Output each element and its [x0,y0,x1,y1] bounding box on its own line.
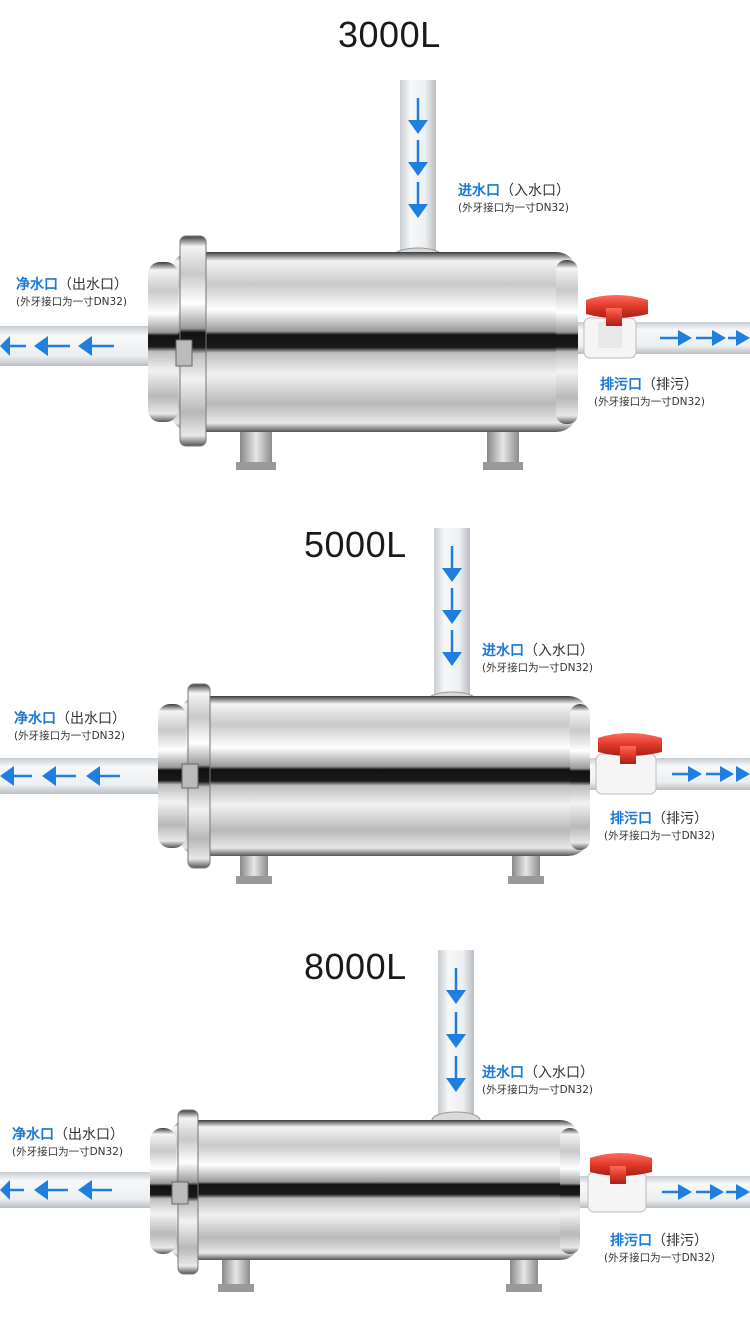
inlet-callout: 进水口（入水口） (外牙接口为一寸DN32) [482,642,594,676]
inlet-spec: (外牙接口为一寸DN32) [458,202,569,214]
drain-note: （排污） [642,377,698,393]
outlet-spec: (外牙接口为一寸DN32) [14,730,125,742]
drain-label: 排污口 [600,377,642,393]
filter-section-3000: 3000L 进水口（入水口） (外牙接口为一寸DN32) 净水口（出水口） (外… [0,0,750,500]
inlet-spec: (外牙接口为一寸DN32) [482,1084,593,1096]
inlet-label: 进水口 [482,643,524,659]
outlet-label: 净水口 [12,1127,54,1143]
inlet-label: 进水口 [482,1065,524,1081]
filter-section-5000: 5000L 进水口（入水口） (外牙接口为一寸DN32) 净水口（出水口） (外… [0,500,750,920]
drain-label: 排污口 [610,811,652,827]
drain-note: （排污） [652,1233,708,1249]
inlet-note: （入水口） [524,1065,594,1081]
inlet-callout: 进水口（入水口） (外牙接口为一寸DN32) [482,1064,594,1098]
outlet-callout: 净水口（出水口） (外牙接口为一寸DN32) [12,1126,124,1160]
drain-note: （排污） [652,811,708,827]
outlet-spec: (外牙接口为一寸DN32) [12,1146,123,1158]
outlet-label: 净水口 [16,277,58,293]
filter-illustration [0,950,750,1292]
outlet-spec: (外牙接口为一寸DN32) [16,296,127,308]
filter-section-8000: 8000L 进水口（入水口） (外牙接口为一寸DN32) 净水口（出水口） (外… [0,920,750,1318]
filter-illustration [0,80,750,470]
drain-spec: (外牙接口为一寸DN32) [604,830,715,842]
outlet-note: （出水口） [54,1127,124,1143]
model-label: 8000L [304,946,407,987]
outlet-note: （出水口） [56,711,126,727]
inlet-spec: (外牙接口为一寸DN32) [482,662,593,674]
outlet-callout: 净水口（出水口） (外牙接口为一寸DN32) [16,276,128,310]
inlet-label: 进水口 [458,183,500,199]
outlet-label: 净水口 [14,711,56,727]
outlet-note: （出水口） [58,277,128,293]
inlet-note: （入水口） [524,643,594,659]
inlet-note: （入水口） [500,183,570,199]
drain-callout: 排污口（排污） (外牙接口为一寸DN32) [594,376,705,410]
drain-callout: 排污口（排污） (外牙接口为一寸DN32) [604,1232,715,1266]
model-label: 5000L [304,524,407,565]
drain-spec: (外牙接口为一寸DN32) [594,396,705,408]
filter-illustration [0,528,750,884]
drain-callout: 排污口（排污） (外牙接口为一寸DN32) [604,810,715,844]
outlet-callout: 净水口（出水口） (外牙接口为一寸DN32) [14,710,126,744]
tank-body [170,252,578,432]
drain-valve [583,295,648,359]
inlet-callout: 进水口（入水口） (外牙接口为一寸DN32) [458,182,570,216]
drain-label: 排污口 [610,1233,652,1249]
drain-spec: (外牙接口为一寸DN32) [604,1252,715,1264]
model-label: 3000L [338,14,441,55]
